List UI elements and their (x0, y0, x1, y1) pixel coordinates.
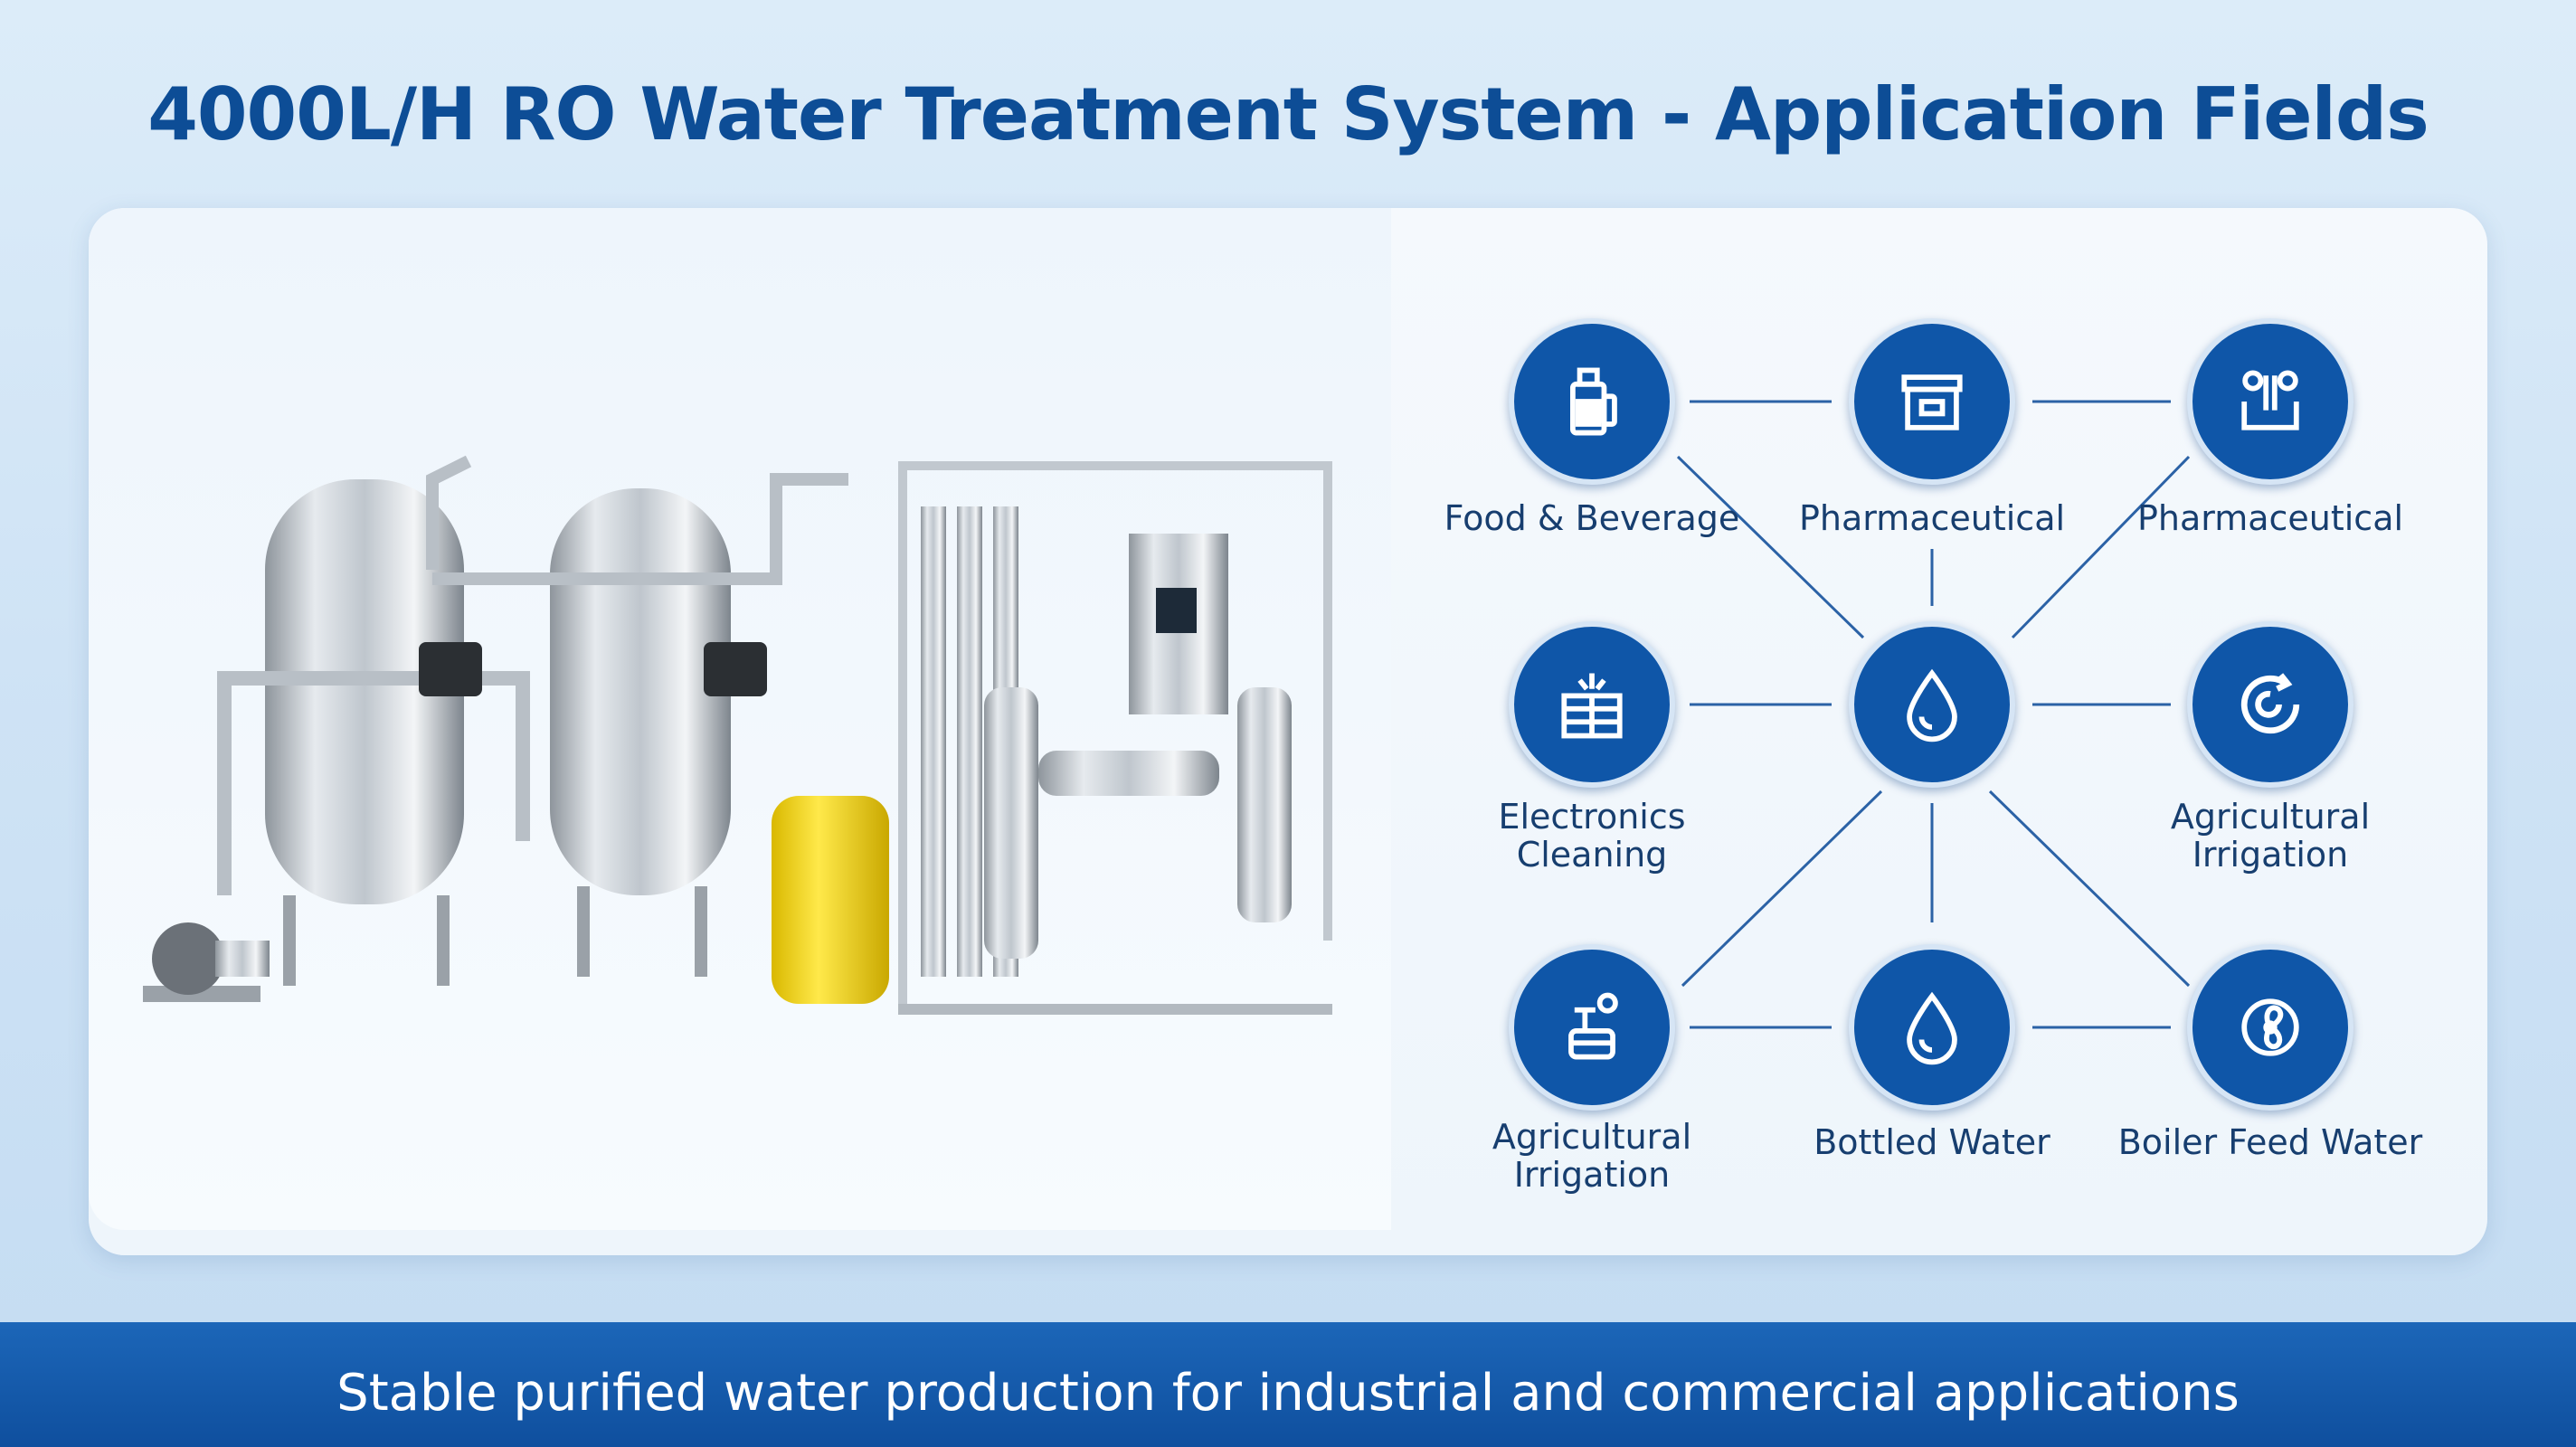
cycle-icon (2187, 621, 2353, 788)
water-drop-icon (1849, 621, 2015, 788)
plant-icon (1509, 944, 1675, 1111)
ro-system-photo (89, 208, 1391, 1230)
circuit-icon (1509, 621, 1675, 788)
node-label-electronics-cleaning: Electronics Cleaning (1498, 797, 1686, 875)
node-label-agricultural-irrigation-2: Agricultural Irrigation (1492, 1117, 1692, 1195)
page-title: 4000L/H RO Water Treatment System - Appl… (147, 72, 2429, 156)
footer-text: Stable purified water production for ind… (336, 1364, 2240, 1423)
node-label-food-beverage: Food & Beverage (1444, 498, 1740, 538)
node-label-pharmaceutical-1: Pharmaceutical (1798, 498, 2066, 538)
lab-flask-icon (2187, 318, 2353, 485)
water-drop-icon (1849, 944, 2015, 1111)
node-label-agricultural-irrigation-1: Agricultural Irrigation (2170, 797, 2371, 875)
node-label-pharmaceutical-2: Pharmaceutical (2136, 498, 2404, 538)
turbine-icon (2187, 944, 2353, 1111)
pharmacy-box-icon (1849, 318, 2015, 485)
bottle-icon (1509, 318, 1675, 485)
node-label-boiler-feed-water: Boiler Feed Water (2117, 1122, 2423, 1162)
footer-banner: Stable purified water production for ind… (0, 1322, 2576, 1447)
node-label-bottled-water: Bottled Water (1814, 1122, 2050, 1162)
